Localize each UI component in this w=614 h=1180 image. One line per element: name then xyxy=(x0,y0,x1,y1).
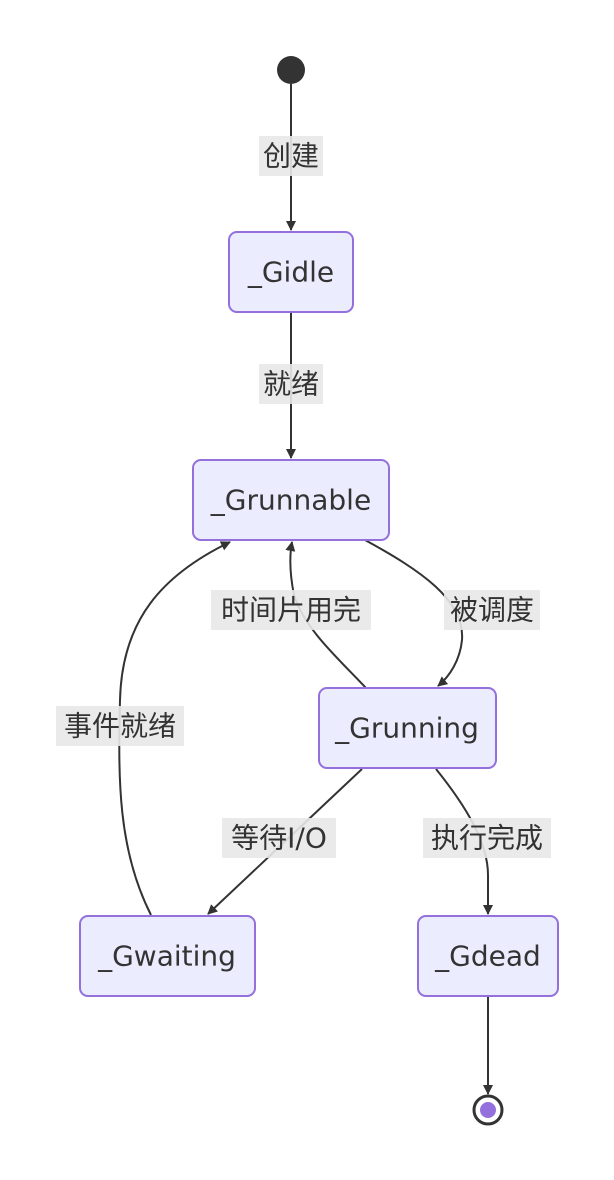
edge-label-scheduled: 被调度 xyxy=(444,590,540,630)
edge-label-scheduled-text: 被调度 xyxy=(450,594,534,627)
edge-label-event-ready-text: 事件就绪 xyxy=(64,710,176,743)
start-state-dot xyxy=(277,56,305,84)
state-grunning-label: _Grunning xyxy=(334,712,479,745)
edge-label-timeslice-expired: 时间片用完 xyxy=(211,590,371,630)
state-gidle-label: _Gidle xyxy=(247,256,334,289)
state-grunnable: _Grunnable xyxy=(192,459,390,541)
end-state-marker xyxy=(472,1094,504,1126)
edge-label-ready-text: 就绪 xyxy=(263,368,319,401)
state-gwaiting-label: _Gwaiting xyxy=(97,940,236,973)
edge-label-execution-complete-text: 执行完成 xyxy=(431,822,543,855)
state-gidle: _Gidle xyxy=(228,231,354,313)
edge-label-event-ready: 事件就绪 xyxy=(56,706,184,746)
edge-label-ready: 就绪 xyxy=(259,364,323,404)
edge-label-create: 创建 xyxy=(259,136,323,176)
state-gdead-label: _Gdead xyxy=(434,940,541,973)
transition-labels: 创建 就绪 被调度 时间片用完 等待I/O 事件就绪 执行完成 xyxy=(56,136,551,858)
edge-label-execution-complete: 执行完成 xyxy=(423,818,551,858)
state-grunning: _Grunning xyxy=(318,687,497,769)
state-grunnable-label: _Grunnable xyxy=(210,484,371,517)
edge-gwaiting-to-grunnable xyxy=(118,541,231,916)
edge-label-wait-io: 等待I/O xyxy=(222,818,336,858)
state-gdead: _Gdead xyxy=(417,915,559,997)
edge-label-create-text: 创建 xyxy=(263,140,319,173)
edge-label-wait-io-text: 等待I/O xyxy=(231,822,327,855)
edge-label-timeslice-expired-text: 时间片用完 xyxy=(221,594,361,627)
state-gwaiting: _Gwaiting xyxy=(79,915,256,997)
